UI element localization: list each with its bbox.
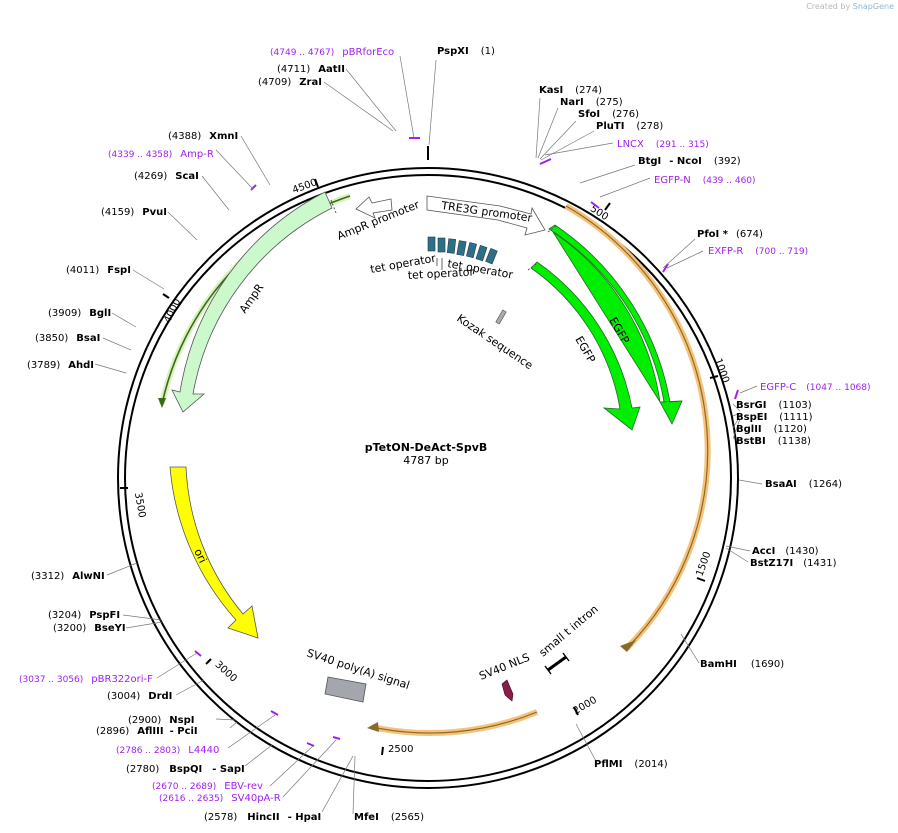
primer-pbrforeco: (4749 .. 4767)pBRforEco xyxy=(270,47,394,58)
site-pvui: (4159)PvuI xyxy=(101,207,167,218)
feature-egfp-inner-body xyxy=(530,261,641,431)
orf-highlight-egfp-line xyxy=(565,205,709,649)
label-tre3g: TRE3G promoter xyxy=(440,199,534,225)
primer-amp-r: (4339 .. 4358)Amp-R xyxy=(108,149,214,160)
label-small-t: small t intron xyxy=(537,602,601,659)
site-afliii-pcii: (2896)AflIII- PciI xyxy=(96,726,198,737)
primer-pbr322ori-f: (3037 .. 3056)pBR322ori-F xyxy=(19,674,153,685)
site-aatii: (4711)AatII xyxy=(277,64,345,75)
site-bseyi: (3200)BseYI xyxy=(53,623,126,634)
feature-tre3g-promoter xyxy=(426,195,546,236)
tick-3000: 3000 xyxy=(213,659,239,684)
primer-exfp-r: EXFP-R(700 .. 719) xyxy=(708,246,808,257)
ruler-ticks xyxy=(120,178,719,756)
label-ori: ori xyxy=(191,547,209,566)
tick-1500: 1500 xyxy=(695,550,714,578)
feature-egfp-outer-body xyxy=(548,224,683,403)
site-nspi: (2900)NspI xyxy=(128,715,194,726)
site-ahdi: (3789)AhdI xyxy=(27,360,94,371)
backbone-inner xyxy=(124,174,732,782)
tick-2000: 2000 xyxy=(571,695,599,717)
small-t-intron-cap-2 xyxy=(562,652,570,662)
site-alwni: (3312)AlwNI xyxy=(31,571,105,582)
feature-sv40-nls xyxy=(501,679,514,702)
orf-highlight-egfp-arrowhead xyxy=(620,640,636,652)
primer-marks xyxy=(194,137,739,747)
label-kozak: Kozak sequence xyxy=(454,312,535,373)
credit-prefix: Created by xyxy=(806,2,851,11)
site-sfoi: SfoI(276) xyxy=(578,109,639,120)
site-pspxi: PspXI(1) xyxy=(437,46,495,57)
site-bstz17i: BstZ17I(1431) xyxy=(750,558,837,569)
site-kasi: KasI(274) xyxy=(539,85,602,96)
orf-highlight-ampr-arrowhead xyxy=(158,398,166,408)
primer-lncx: LNCX(291 .. 315) xyxy=(617,139,709,150)
primer-egfp-n: EGFP-N(439 .. 460) xyxy=(654,175,756,186)
small-t-intron-cap-1 xyxy=(544,665,552,675)
egfp-hatch-2 xyxy=(527,263,537,271)
site-nari: NarI(275) xyxy=(560,97,623,108)
tick-4000: 4000 xyxy=(162,297,183,325)
site-pflmi: PflMI(2014) xyxy=(594,759,668,770)
snapgene-brand: SnapGene xyxy=(852,2,894,11)
site-pfoi: PfoI *(674) xyxy=(697,229,763,240)
primer-ebv-rev: (2670 .. 2689)EBV-rev xyxy=(152,781,263,792)
feature-small-t-intron xyxy=(547,655,567,672)
primer-egfp-c: EGFP-C(1047 .. 1068) xyxy=(760,382,871,393)
site-bgli: (3909)BglI xyxy=(48,308,111,319)
site-bspei: BspEI(1111) xyxy=(736,412,813,423)
orf-highlight-spvb-line xyxy=(371,711,538,734)
feature-ori xyxy=(169,466,259,639)
site-bglii: BglII(1120) xyxy=(736,424,807,435)
primer-l4440: (2786 .. 2803)L4440 xyxy=(116,745,219,756)
site-scai: (4269)ScaI xyxy=(134,171,199,182)
label-egfp-inner: EGFP xyxy=(572,334,598,365)
site-zrai: (4709)ZraI xyxy=(258,77,322,88)
site-hincii-hpai: (2578)HincII- HpaI xyxy=(204,812,321,823)
site-bstbi: BstBI(1138) xyxy=(736,436,811,447)
label-sv40-nls: SV40 NLS xyxy=(477,651,531,683)
site-bamhi: BamHI(1690) xyxy=(700,659,784,670)
label-tet-op-3: tet operator xyxy=(407,266,474,282)
site-btgi-ncoi: BtgI- NcoI(392) xyxy=(638,156,741,167)
plasmid-name: pTetON-DeAct-SpvB xyxy=(365,441,488,454)
site-pspfi: (3204)PspFI xyxy=(48,610,120,621)
site-bsaai: BsaAI(1264) xyxy=(765,479,842,490)
site-bsrgi: BsrGI(1103) xyxy=(736,400,812,411)
site-acci: AccI(1430) xyxy=(752,546,819,557)
tick-2500: 2500 xyxy=(388,744,413,755)
site-drdi: (3004)DrdI xyxy=(107,691,172,702)
feature-ampr-promoter xyxy=(355,196,393,219)
site-pluti: PluTI(278) xyxy=(596,121,663,132)
label-ampr: AmpR xyxy=(237,281,267,316)
orf-highlight-spvb-arrowhead xyxy=(367,722,379,732)
feature-sv40-polya xyxy=(324,676,367,703)
site-bspqi-sapi: (2780)BspQI- SapI xyxy=(126,764,245,775)
feature-kozak xyxy=(495,309,507,325)
backbone-outer xyxy=(117,167,739,789)
site-leaders xyxy=(94,55,763,815)
egfp-hatch-1 xyxy=(547,225,557,233)
primer-sv40pa-r: (2616 .. 2635)SV40pA-R xyxy=(159,793,281,804)
site-fspi: (4011)FspI xyxy=(66,265,131,276)
feature-ampr xyxy=(171,191,333,413)
snapgene-credit: Created by SnapGene xyxy=(806,2,894,11)
tick-3500: 3500 xyxy=(132,492,147,519)
orf-highlight-spvb xyxy=(371,709,539,736)
tet-operators xyxy=(427,236,498,265)
site-xmni: (4388)XmnI xyxy=(168,131,238,142)
plasmid-length: 4787 bp xyxy=(403,454,448,467)
site-mfei: MfeI(2565) xyxy=(354,812,424,823)
site-bsai: (3850)BsaI xyxy=(35,333,100,344)
